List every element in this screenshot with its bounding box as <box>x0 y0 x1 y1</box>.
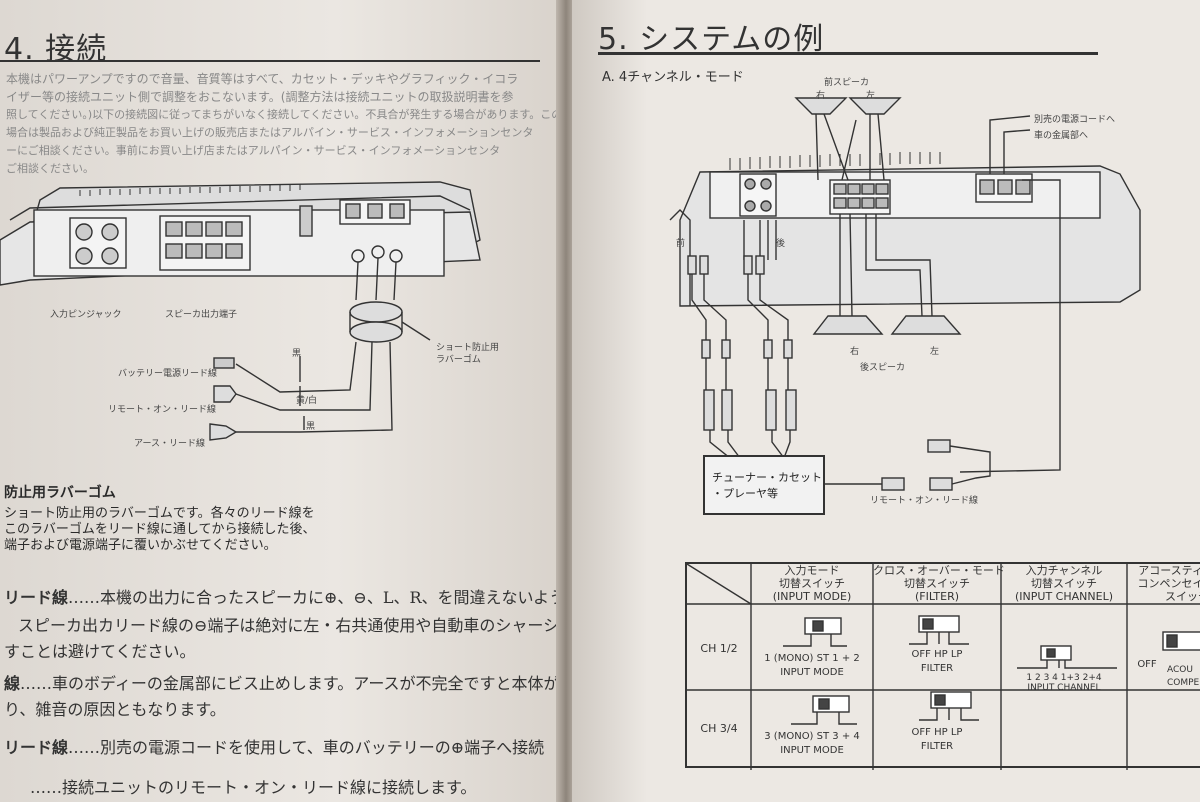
label-ground-lead: アース・リード線 <box>134 439 206 449</box>
item-remote-lead: ……接続ユニットのリモート・オン・リード線に接続します。 <box>30 778 477 797</box>
ch34-filter-caption: FILTER <box>920 741 954 752</box>
system-wiring-diagram <box>669 97 1141 515</box>
ch12-channel-caption: INPUT CHANNEL <box>1027 683 1101 693</box>
label-remote-lead: リモート・オン・リード線 <box>108 405 217 415</box>
book-gutter <box>556 0 576 802</box>
label-rear-speaker: 後スピーカ <box>860 363 906 373</box>
label-right-front: 右 <box>816 91 826 101</box>
rubber-line-2: このラバーゴムをリード線に通してから接続した後、 <box>4 522 316 537</box>
label-left-rear: 左 <box>930 347 940 357</box>
label-left-front: 左 <box>866 91 876 101</box>
item-power-lead: リード線……別売の電源コードを使用して、車のバッテリーの⊕端子へ接続 <box>4 738 545 757</box>
label-front-speaker: 前スピーカ <box>824 78 870 88</box>
switch-settings-table: 入力モード 切替スイッチ (INPUT MODE) クロス・オーバー・モード 切… <box>685 562 1200 770</box>
label-input-jack: 入力ピンジャック <box>50 310 122 320</box>
label-color-yellow-white: 黄/白 <box>296 396 318 406</box>
ch12-channel-options: 1 2 3 4 1+3 2+4 <box>1026 673 1102 683</box>
ch34-mode-options: 3 (MONO) ST 3 + 4 <box>764 731 860 742</box>
table-grid <box>687 564 1200 770</box>
item-speaker-note-2: すことは避けてください。 <box>4 642 196 661</box>
ch12-acoustic-caption: ACOU COMPE <box>1167 665 1200 688</box>
item-ground-note: り、雑音の原因ともなります。 <box>4 700 226 719</box>
item-speaker-note: スピーカ出カリード線の⊖端子は絶対に左・右共通使用や自動車のシャーシー <box>18 616 560 635</box>
label-right-rear: 右 <box>850 347 860 357</box>
item-ground-lead: 線……車のボディーの金属部にビス止めします。アースが不完全ですと本体が <box>4 674 560 693</box>
left-page: 4. 接続 本機はパワーアンプですので音量、音質等はすべて、カセット・デッキやグ… <box>0 0 560 802</box>
ch12-filter-caption: FILTER <box>920 663 954 674</box>
label-rubber-boot: ショート防止用 ラバーゴム <box>436 343 500 365</box>
heading-rule <box>0 60 540 62</box>
label-battery-lead: バッテリー電源リード線 <box>118 369 218 379</box>
intro-line-4: 場合は製品および純正製品をお買い上げの販売店またはアルパイン・サービス・インフォ… <box>6 126 534 139</box>
row-label-ch12: CH 1/2 <box>700 642 738 655</box>
label-power-cord: 別売の電源コードへ <box>1034 115 1116 125</box>
label-rear-input: 後 <box>776 239 786 249</box>
ch34-filter-options: OFF HP LP <box>911 727 963 738</box>
ch12-acoustic-off: OFF <box>1137 659 1157 670</box>
label-front-input: 前 <box>676 239 686 249</box>
rubber-line-1: ショート防止用のラバーゴムです。各々のリード線を <box>4 506 315 521</box>
ch12-mode-caption: INPUT MODE <box>780 667 844 678</box>
header-acoustic-comp: アコースティック・ コンペンセイション スイッチ <box>1137 564 1200 603</box>
intro-line-2: イザー等の接続ユニット側で調整をおこないます。(調整方法は接続ユニットの取扱説明… <box>6 90 514 104</box>
ch12-filter-options: OFF HP LP <box>911 649 963 660</box>
rubber-section-title: 防止用ラバーゴム <box>4 485 116 501</box>
amplifier-connection-diagram <box>0 181 481 441</box>
header-input-channel: 入力チャンネル 切替スイッチ (INPUT CHANNEL) <box>1015 564 1113 603</box>
row-label-ch34: CH 3/4 <box>700 722 738 735</box>
subheading-4ch-mode: A. 4チャンネル・モード <box>602 70 744 85</box>
item-speaker-lead: リード線……本機の出力に合ったスピーカに⊕、⊖、L、R、を間違えないよう <box>4 588 560 607</box>
intro-line-6: ご相談ください。 <box>6 162 94 175</box>
label-color-black: 黒 <box>292 349 302 359</box>
label-color-black-2: 黒 <box>306 422 316 432</box>
heading-rule-right <box>598 52 1098 55</box>
label-speaker-terminal: スピーカ出力端子 <box>165 310 238 320</box>
intro-line-5: ーにご相談ください。事前にお買い上げ店またはアルパイン・サービス・インフォメーシ… <box>6 144 501 157</box>
ch34-mode-caption: INPUT MODE <box>780 745 844 756</box>
ch12-mode-options: 1 (MONO) ST 1 + 2 <box>764 653 860 664</box>
rubber-line-3: 端子および電源端子に覆いかぶせてください。 <box>4 538 277 553</box>
tuner-cassette-box: チューナー・カセット ・プレーヤ等 <box>712 471 822 500</box>
label-car-ground: 車の金属部へ <box>1034 131 1089 141</box>
header-input-mode: 入力モード 切替スイッチ (INPUT MODE) <box>772 564 852 603</box>
label-remote-on-lead: リモート・オン・リード線 <box>870 496 979 506</box>
section-heading-system-example: 5. システムの例 <box>598 22 825 57</box>
intro-line-3: 照してください。)以下の接続図に従ってまちがいなく接続してください。不具合が発生… <box>6 108 560 121</box>
header-filter: クロス・オーバー・モード 切替スイッチ (FILTER) <box>873 564 1005 603</box>
intro-line-1: 本機はパワーアンプですので音量、音質等はすべて、カセット・デッキやグラフィック・… <box>6 72 519 86</box>
